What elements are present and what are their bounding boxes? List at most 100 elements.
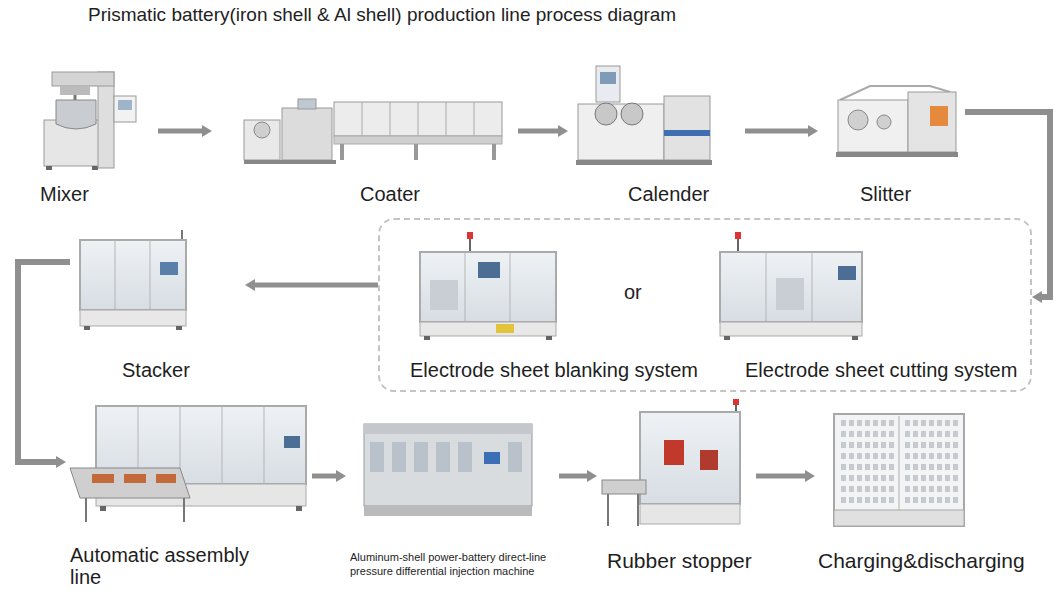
illustration-part xyxy=(838,266,856,280)
illustration-part xyxy=(92,474,114,483)
illustration-part xyxy=(84,326,90,330)
illustration-part xyxy=(733,399,739,405)
cutting-machine xyxy=(720,232,862,340)
machine-station: Electrode sheet cutting system xyxy=(712,240,1022,386)
assembly-line-machine xyxy=(70,406,306,522)
illustration-part xyxy=(492,144,496,160)
illustration-part xyxy=(180,406,181,484)
illustration-part xyxy=(664,96,710,160)
illustration-part xyxy=(834,414,964,526)
illustration-part xyxy=(414,144,418,160)
illustration-part xyxy=(664,440,684,465)
illustration-part xyxy=(150,240,151,310)
illustration-part xyxy=(244,160,336,164)
station-label: Electrode sheet blanking system xyxy=(410,358,698,382)
machine-station: Charging&discharging xyxy=(815,408,1029,578)
illustration-part xyxy=(899,416,900,510)
illustration-part xyxy=(420,322,556,336)
illustration-part xyxy=(724,336,730,340)
illustration-part xyxy=(776,278,804,310)
illustration-part xyxy=(392,442,406,472)
flow-arrow xyxy=(965,112,1050,297)
illustration-part xyxy=(334,136,502,144)
illustration-part xyxy=(420,252,556,322)
illustration-part xyxy=(96,406,306,484)
machine-station: Automatic assembly line xyxy=(66,398,312,592)
illustration-part xyxy=(92,166,98,170)
illustration-part xyxy=(362,102,363,136)
illustration-part xyxy=(181,230,183,240)
illustration-part xyxy=(602,480,646,494)
illustration-part xyxy=(183,498,185,522)
illustration-part xyxy=(334,102,502,136)
illustration-part xyxy=(838,100,908,152)
illustration-part xyxy=(430,280,458,310)
illustration-part xyxy=(546,336,552,340)
illustration-part xyxy=(446,102,447,136)
illustration-part xyxy=(390,102,391,136)
illustration-part xyxy=(766,252,767,322)
illustration-part xyxy=(60,86,90,95)
illustration-part xyxy=(640,504,740,524)
illustration-part xyxy=(340,144,344,160)
flow-arrow xyxy=(18,262,70,462)
stacker-machine xyxy=(80,230,186,330)
diagram-title: Prismatic battery(iron shell & Al shell)… xyxy=(88,4,676,26)
mixer-machine xyxy=(44,72,136,170)
blanking-machine xyxy=(420,232,556,340)
illustration-part xyxy=(296,506,302,511)
illustration-part xyxy=(700,450,718,470)
choice-label: or xyxy=(624,280,642,304)
station-label: Aluminum-shell power-battery direct-line… xyxy=(350,550,555,578)
station-label: Mixer xyxy=(40,182,89,206)
machine-station: Coater xyxy=(212,62,518,210)
illustration-part xyxy=(156,474,176,483)
illustration-part xyxy=(46,166,52,170)
illustration-part xyxy=(100,506,106,511)
illustration-part xyxy=(720,252,862,322)
machine-group: orElectrode sheet blanking system Electro… xyxy=(378,218,1032,392)
illustration-part xyxy=(284,436,300,448)
machine-station: Rubber stopper xyxy=(597,402,756,578)
flow-arrow xyxy=(518,129,558,134)
illustration-part xyxy=(56,100,96,129)
illustration-part xyxy=(370,442,384,472)
illustration-part xyxy=(637,494,639,526)
illustration-part xyxy=(160,262,178,275)
illustration-part xyxy=(96,484,306,506)
flow-arrow xyxy=(756,474,805,479)
station-label: Rubber stopper xyxy=(607,548,752,573)
illustration-part xyxy=(848,110,868,130)
illustration-part xyxy=(436,442,450,472)
illustration-part xyxy=(364,506,532,516)
illustration-part xyxy=(930,106,948,126)
illustration-part xyxy=(70,468,190,498)
illustration-part xyxy=(244,120,280,160)
illustration-part xyxy=(458,442,472,472)
illustration-part xyxy=(264,406,265,484)
illustration-part xyxy=(735,404,737,412)
illustration-part xyxy=(496,324,514,333)
illustration-part xyxy=(595,103,617,125)
illustration-part xyxy=(222,406,223,484)
injection-machine xyxy=(364,424,532,516)
machine-station: Electrode sheet blanking system xyxy=(402,240,702,386)
station-label: Slitter xyxy=(860,182,911,206)
illustration-part xyxy=(118,100,132,110)
illustration-part xyxy=(364,424,532,434)
flow-arrow xyxy=(255,283,378,288)
illustration-part xyxy=(840,420,896,508)
charging-cabinet xyxy=(834,414,964,526)
illustration-part xyxy=(474,102,475,136)
illustration-part xyxy=(840,86,950,100)
illustration-part xyxy=(44,120,100,166)
station-label: Automatic assembly line xyxy=(70,544,270,588)
illustration-part xyxy=(364,424,532,506)
illustration-part xyxy=(98,72,114,168)
illustration-part xyxy=(424,336,430,340)
illustration-part xyxy=(467,232,473,239)
illustration-part xyxy=(600,72,616,84)
